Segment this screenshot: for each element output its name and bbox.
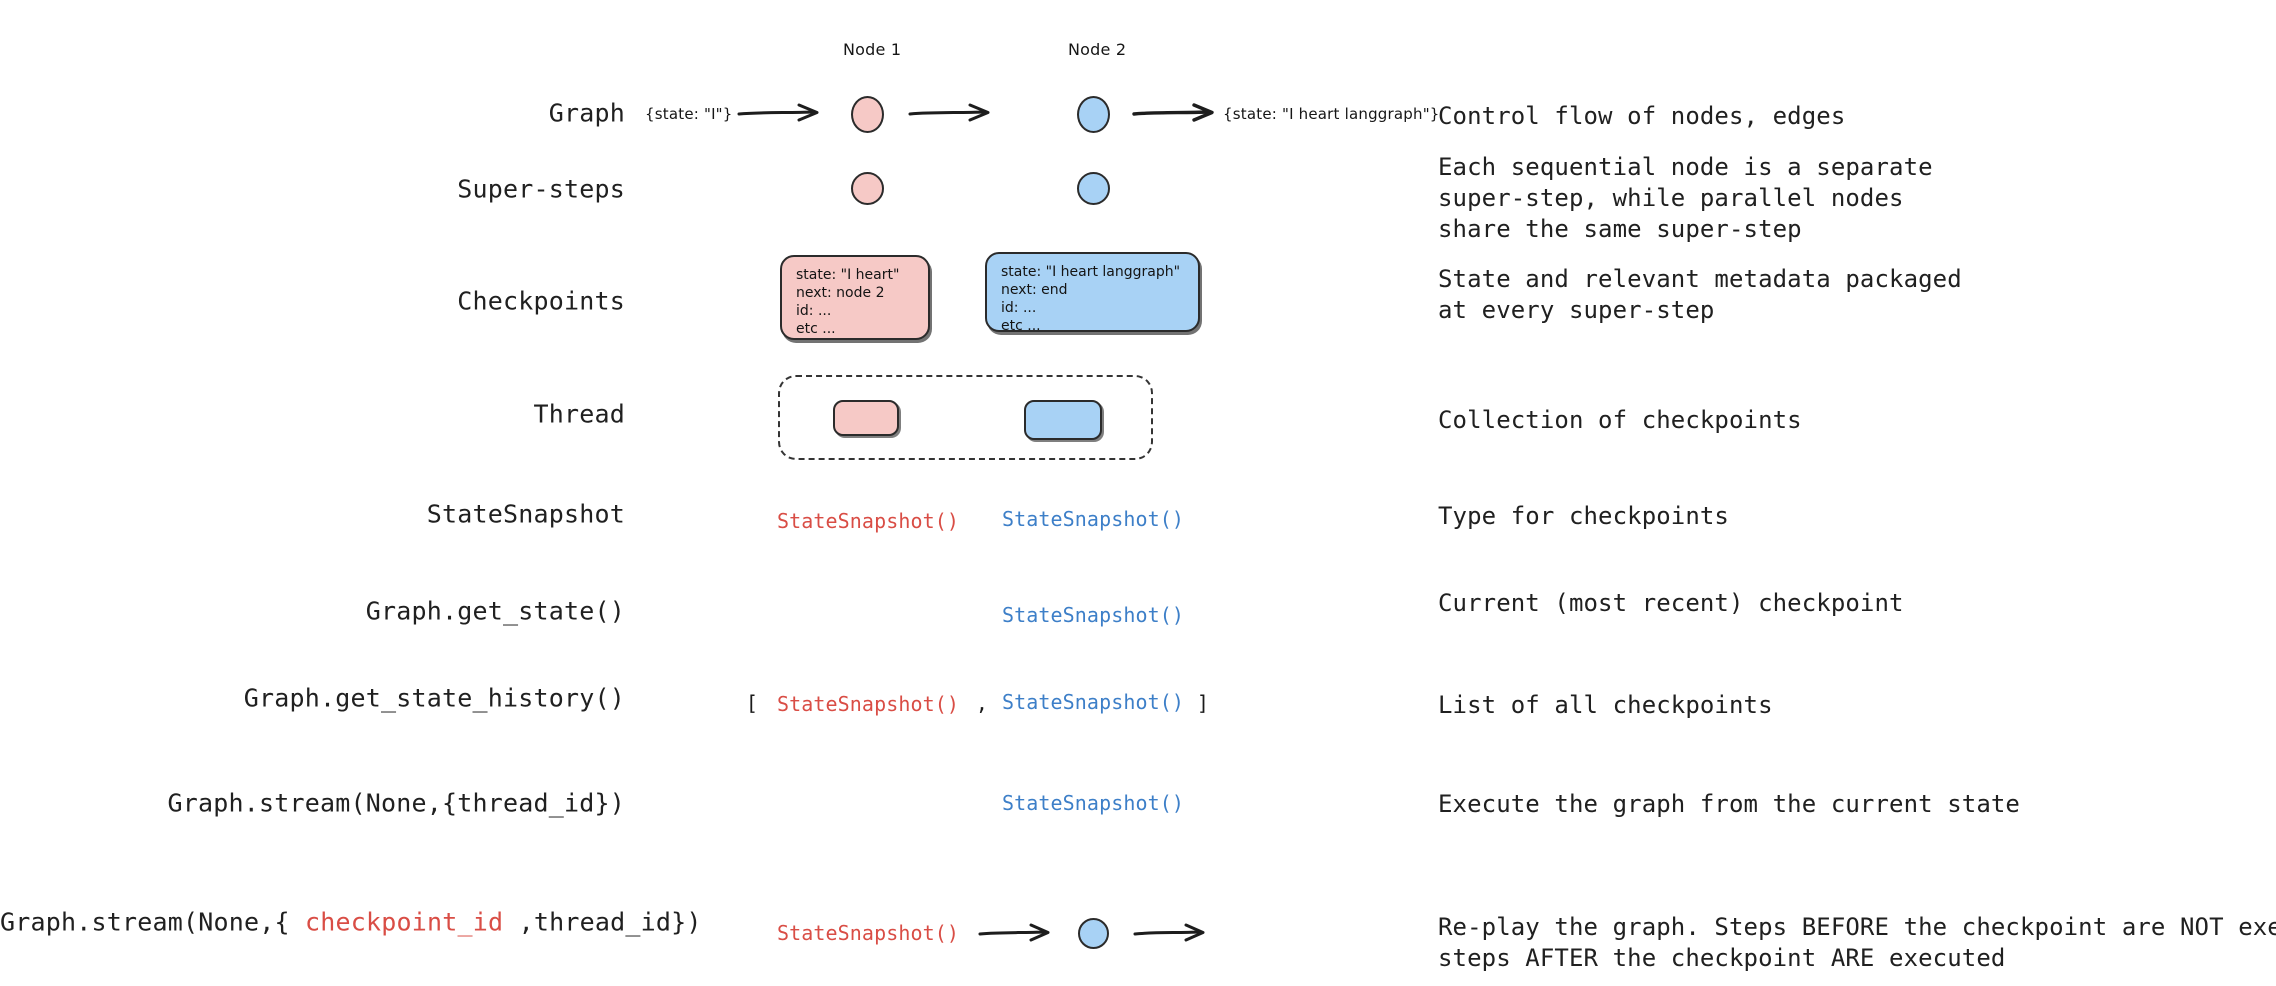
desc-checkpoints: State and relevant metadata packaged at … (1438, 265, 1962, 324)
checkpoint-pink-text: state: "I heart" next: node 2 id: ... et… (796, 267, 900, 337)
row-label-get-state-history: Graph.get_state_history() (243, 683, 625, 713)
history-comma: , (975, 691, 989, 715)
desc-thread: Collection of checkpoints (1438, 406, 1802, 434)
checkpoint-id-token: checkpoint_id (305, 907, 504, 937)
replay-arrow-2 (1133, 923, 1209, 945)
row-label-super-steps: Super-steps (457, 174, 625, 204)
history-bracket-open: [ (745, 691, 759, 715)
history-snapshot-red: StateSnapshot() (776, 692, 960, 716)
replay-arrow-1 (978, 923, 1054, 945)
row-label-get-state: Graph.get_state() (365, 596, 625, 626)
node-2-circle (1077, 96, 1110, 133)
super-step-node-1 (851, 172, 884, 205)
checkpoint-card-pink: state: "I heart" next: node 2 id: ... et… (780, 255, 930, 340)
row-label-stream-checkpoint: Graph.stream(None,{ checkpoint_id ,threa… (0, 907, 701, 937)
desc-stream-checkpoint: Re-play the graph. Steps BEFORE the chec… (1438, 913, 2276, 972)
snapshot-token-stream: StateSnapshot() (1001, 791, 1185, 815)
desc-get-state: Current (most recent) checkpoint (1438, 589, 1904, 617)
input-state-text: {state: "I"} (645, 105, 733, 123)
stream-label-suffix: ,thread_id}) (503, 907, 702, 937)
node-1-circle (851, 96, 884, 133)
output-state-text: {state: "I heart langgraph"} (1223, 105, 1440, 123)
edge-arrow-2 (908, 103, 994, 125)
desc-graph: Control flow of nodes, edges (1438, 102, 1846, 130)
node-1-label: Node 1 (843, 40, 902, 59)
row-label-stream-thread: Graph.stream(None,{thread_id}) (167, 788, 625, 818)
edge-arrow-1 (737, 103, 823, 125)
history-snapshot-blue: StateSnapshot() (1001, 690, 1185, 714)
edge-arrow-3 (1132, 103, 1218, 125)
row-label-statesnapshot: StateSnapshot (426, 499, 625, 529)
row-label-graph: Graph (548, 98, 625, 128)
desc-stream-thread: Execute the graph from the current state (1438, 790, 2020, 818)
thread-container (778, 375, 1153, 460)
desc-get-state-history: List of all checkpoints (1438, 691, 1773, 719)
row-label-thread: Thread (533, 399, 625, 429)
node-2-label: Node 2 (1068, 40, 1127, 59)
desc-statesnapshot: Type for checkpoints (1438, 502, 1729, 530)
snapshot-token-get-state: StateSnapshot() (1001, 603, 1185, 627)
replay-node-circle (1078, 918, 1109, 949)
super-step-node-2 (1077, 172, 1110, 205)
snapshot-token-blue-type: StateSnapshot() (1001, 507, 1185, 531)
checkpoint-card-blue: state: "I heart langgraph" next: end id:… (985, 252, 1200, 334)
checkpoint-blue-text: state: "I heart langgraph" next: end id:… (1001, 264, 1181, 334)
history-bracket-close: ] (1196, 691, 1210, 715)
thread-checkpoint-blue (1024, 400, 1102, 440)
stream-label-prefix: Graph.stream(None,{ (0, 907, 306, 937)
thread-checkpoint-pink (833, 400, 899, 436)
row-label-checkpoints: Checkpoints (457, 286, 625, 316)
desc-super-steps: Each sequential node is a separate super… (1438, 153, 1933, 243)
snapshot-token-red-type: StateSnapshot() (776, 509, 960, 533)
snapshot-token-replay: StateSnapshot() (776, 921, 960, 945)
